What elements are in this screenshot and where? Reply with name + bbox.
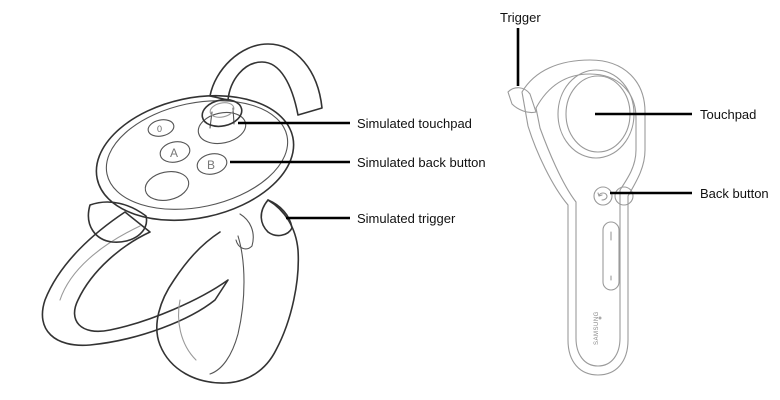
controller-face-rim — [95, 94, 295, 222]
trigger-nub — [507, 87, 537, 114]
thumbstick-cap — [201, 98, 243, 128]
a-button-glyph: A — [170, 146, 178, 160]
a-button — [159, 141, 191, 163]
thumbstick-cap-top — [209, 102, 235, 118]
volume-rocker — [602, 221, 620, 291]
tracking-ring — [41, 211, 229, 347]
back-button — [593, 186, 613, 206]
menu-button-glyph: 0 — [157, 124, 163, 134]
thumbstick-stem — [209, 107, 235, 129]
trigger-part — [260, 199, 293, 237]
grip-handle-inner — [209, 235, 245, 375]
back-button-label: Back button — [700, 186, 769, 201]
brand-logo: SAMSUNG — [594, 311, 600, 345]
trigger-tab — [235, 213, 254, 250]
indicator-dot — [598, 316, 602, 320]
simulated-back-button-label: Simulated back button — [357, 155, 486, 170]
controller-body — [521, 59, 646, 376]
menu-button — [147, 119, 175, 137]
b-button-glyph: B — [207, 158, 215, 172]
controller-face — [105, 100, 289, 210]
gear-controller-illustration: SAMSUNG — [507, 59, 646, 376]
grip-handle-edge — [178, 299, 197, 361]
upper-strap — [209, 43, 323, 116]
touchpad-label: Touchpad — [700, 107, 756, 122]
b-button — [196, 153, 228, 175]
simulated-trigger-label: Simulated trigger — [357, 211, 456, 226]
tracking-ring-inner — [59, 225, 141, 301]
touch-controller-illustration: 0 A B — [41, 43, 323, 384]
side-wing — [87, 201, 148, 243]
large-button — [144, 171, 190, 201]
simulated-touchpad-label: Simulated touchpad — [357, 116, 472, 131]
home-button — [614, 186, 634, 206]
grip-handle — [156, 199, 300, 384]
back-arrow-icon — [597, 192, 608, 201]
controller-body-inner — [535, 73, 637, 367]
trigger-label: Trigger — [500, 10, 541, 25]
